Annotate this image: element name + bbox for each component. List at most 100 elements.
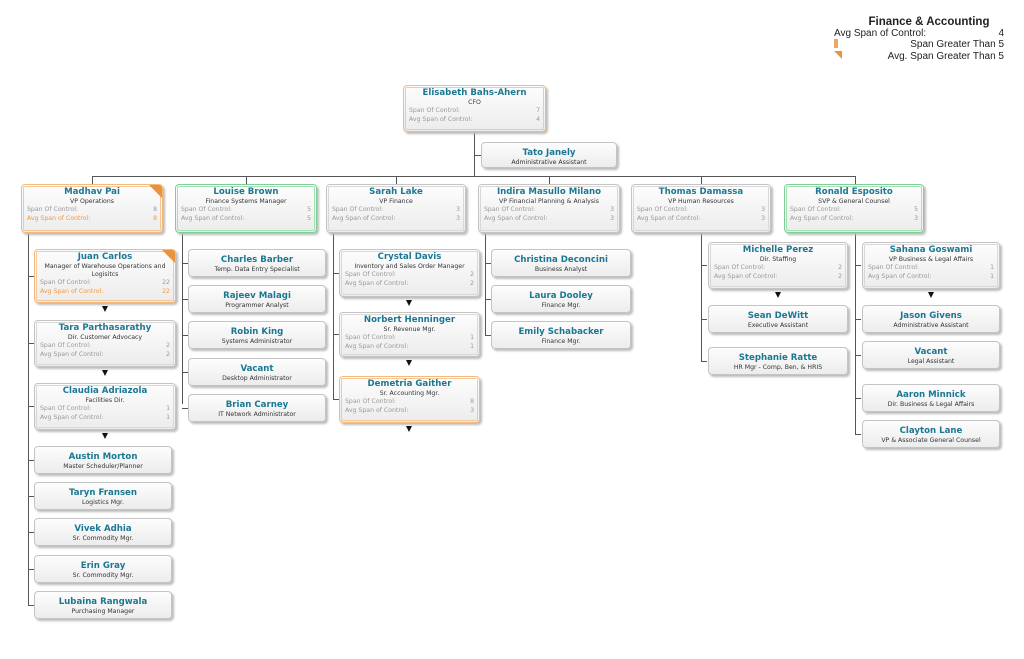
avg-span-row: Avg Span of Control:1 xyxy=(40,414,170,423)
avg-span-label: Avg Span of Control: xyxy=(790,214,854,222)
expand-arrow-icon[interactable] xyxy=(406,300,412,306)
connector-line xyxy=(182,299,188,300)
expand-arrow-icon[interactable] xyxy=(101,370,108,376)
span-label: Span Of Control: xyxy=(790,206,842,213)
avg-span-label: Avg Span of Control: xyxy=(40,413,104,421)
avg-span-value: 3 xyxy=(761,214,765,222)
connector-line xyxy=(28,460,34,461)
connector-line xyxy=(28,496,34,497)
avg-span-row: Avg Span of Control:3 xyxy=(484,215,614,224)
connector-line xyxy=(92,176,856,177)
avg-span-label: Avg Span of Control: xyxy=(714,272,778,280)
node-name: Sarah Lake xyxy=(369,187,423,197)
expand-arrow-icon[interactable] xyxy=(774,292,781,298)
connector-line xyxy=(182,233,183,404)
avg-span-flag-icon xyxy=(162,250,175,263)
node-title: Facilities Dir. xyxy=(85,397,125,404)
node-title: Administrative Assistant xyxy=(511,159,587,166)
span-label: Span Of Control: xyxy=(345,398,397,405)
connector-line xyxy=(28,532,34,533)
node-title: Manager of Warehouse Operations and Logi… xyxy=(44,263,166,278)
connector-line xyxy=(333,334,339,335)
span-of-control-row: Span Of Control:2 xyxy=(40,342,170,351)
avg-span-label: Avg Span of Control: xyxy=(345,342,409,350)
node-title: VP Financial Planning & Analysis xyxy=(499,198,599,205)
legend-span-gt: Span Greater Than 5 xyxy=(910,39,1004,50)
avg-span-value: 2 xyxy=(470,279,474,287)
expand-arrow-icon[interactable] xyxy=(101,433,108,439)
node-title: Purchasing Manager xyxy=(71,608,135,615)
node-title: Programmer Analyst xyxy=(225,302,289,309)
connector-line xyxy=(396,176,397,184)
connector-line xyxy=(549,176,550,184)
span-value: 7 xyxy=(536,107,540,114)
connector-line xyxy=(333,233,334,400)
connector-line xyxy=(182,408,188,409)
connector-line xyxy=(333,273,339,274)
node-title: HR Mgr - Comp, Ben, & HRIS xyxy=(733,364,823,371)
expand-arrow-icon[interactable] xyxy=(406,360,412,366)
avg-span-value: 1 xyxy=(470,342,474,350)
span-of-control-row: Span Of Control:7 xyxy=(409,107,540,116)
node-title: CFO xyxy=(468,99,481,106)
node-title: Administrative Assistant xyxy=(893,322,969,329)
node-title: Dir. Business & Legal Affairs xyxy=(887,401,975,408)
connector-line xyxy=(701,233,702,362)
expand-arrow-icon[interactable] xyxy=(927,292,934,298)
expand-arrow-icon[interactable] xyxy=(101,306,108,312)
span-label: Span Of Control: xyxy=(345,271,397,278)
connector-line xyxy=(701,176,702,184)
node-name: Sahana Goswami xyxy=(889,245,973,255)
span-value: 5 xyxy=(914,206,918,213)
expand-arrow-icon[interactable] xyxy=(406,426,412,432)
legend-avg-gt: Avg. Span Greater Than 5 xyxy=(887,51,1004,62)
span-of-control-row: Span Of Control:1 xyxy=(868,264,994,273)
avg-span-label: Avg Span of Control: xyxy=(868,272,932,280)
span-value: 8 xyxy=(153,206,157,213)
avg-span-label: Avg Span of Control: xyxy=(27,214,91,222)
connector-line xyxy=(28,406,34,407)
avg-span-label: Avg Span of Control: xyxy=(40,287,104,295)
connector-line xyxy=(333,399,339,400)
span-of-control-row: Span Of Control:3 xyxy=(637,206,765,215)
avg-span-row: Avg Span of Control:2 xyxy=(714,273,842,282)
span-label: Span Of Control: xyxy=(40,279,92,286)
span-value: 2 xyxy=(470,271,474,278)
avg-span-row: Avg Span of Control:2 xyxy=(40,351,170,360)
